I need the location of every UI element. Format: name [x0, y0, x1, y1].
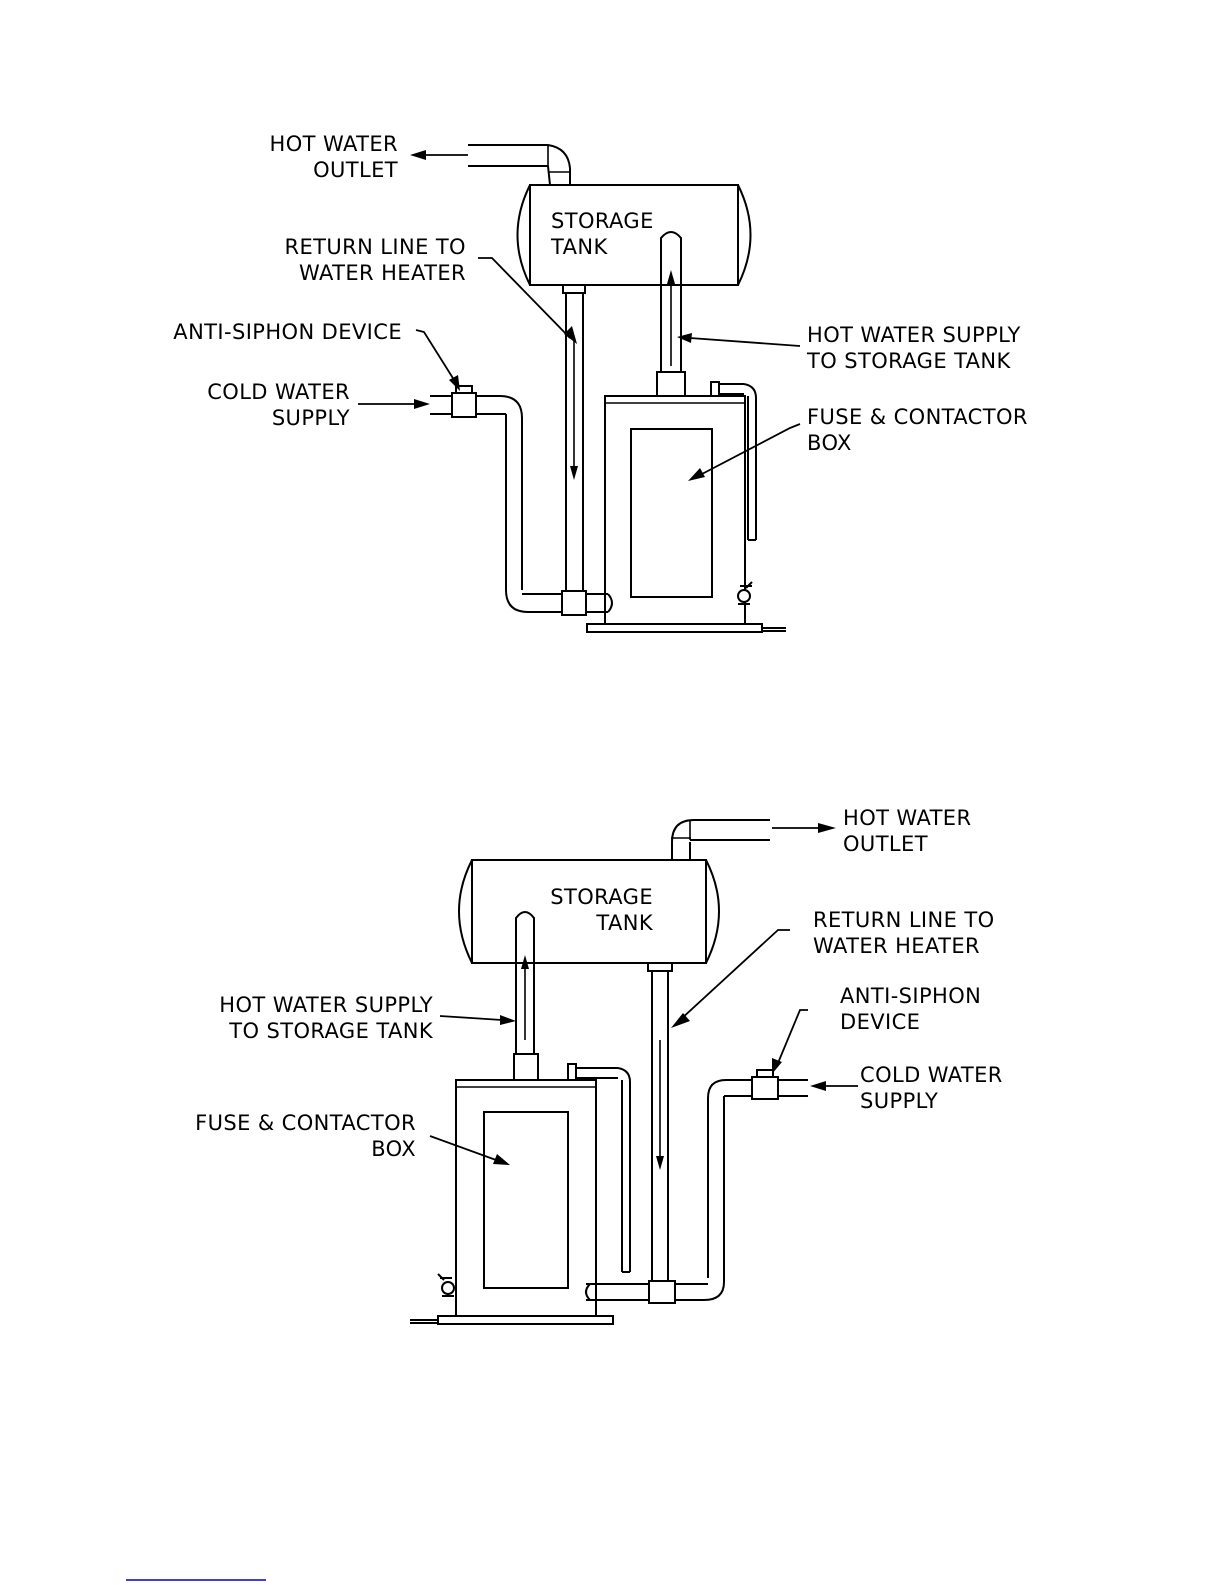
top-hot-water-outlet-label-2: OUTLET [313, 158, 398, 182]
bottom-hot-water-outlet-label: HOT WATER [843, 806, 971, 830]
top-cold-water-label: COLD WATER [207, 380, 350, 404]
top-storage-tank-label-2: TANK [550, 235, 608, 259]
bottom-water-heater [410, 1080, 613, 1324]
top-pointers [358, 150, 800, 481]
bottom-fuse-box-label: FUSE & CONTACTOR [195, 1111, 416, 1135]
top-drain-valve [738, 582, 752, 604]
top-fuse-box-label-2: BOX [807, 431, 852, 455]
bottom-anti-siphon-label-2: DEVICE [840, 1010, 920, 1034]
top-hot-water-supply-label-2: TO STORAGE TANK [806, 349, 1012, 373]
bottom-storage-tank [459, 860, 719, 963]
bottom-hot-water-outlet-pipe [671, 820, 770, 860]
top-hot-water-outlet-pipe [468, 145, 571, 185]
bottom-storage-tank-label: STORAGE [550, 885, 653, 909]
bottom-relief-valve [568, 1064, 630, 1272]
top-relief-valve [711, 382, 756, 540]
top-hot-water-outlet-label: HOT WATER [270, 132, 398, 156]
top-diagram: HOT WATER OUTLET STORAGE TANK RETURN LIN… [173, 132, 1028, 632]
bottom-hot-water-supply-label: HOT WATER SUPPLY [219, 993, 433, 1017]
bottom-pointers [430, 823, 858, 1165]
bottom-hot-water-supply-label-2: TO STORAGE TANK [228, 1019, 434, 1043]
bottom-drain-valve [438, 1274, 454, 1296]
bottom-hot-water-outlet-label-2: OUTLET [843, 832, 928, 856]
top-cold-water-label-2: SUPPLY [272, 406, 350, 430]
bottom-cold-water-label-2: SUPPLY [860, 1089, 938, 1113]
top-fuse-box-label: FUSE & CONTACTOR [807, 405, 1028, 429]
bottom-anti-siphon-label: ANTI-SIPHON [840, 984, 981, 1008]
top-return-line-label-2: WATER HEATER [299, 261, 466, 285]
bottom-fuse-box-label-2: BOX [371, 1137, 416, 1161]
bottom-diagram: HOT WATER OUTLET STORAGE TANK RETURN LIN… [195, 806, 1003, 1324]
top-cold-water-pipe [430, 386, 612, 615]
bottom-return-line-label-2: WATER HEATER [813, 934, 980, 958]
top-labels: HOT WATER OUTLET STORAGE TANK RETURN LIN… [173, 132, 1028, 455]
bottom-storage-tank-label-2: TANK [595, 911, 653, 935]
bottom-cold-water-pipe [586, 1070, 808, 1303]
top-hot-water-supply-label: HOT WATER SUPPLY [807, 323, 1021, 347]
bottom-hot-water-supply-pipe [514, 912, 538, 1080]
top-return-line-label: RETURN LINE TO [284, 235, 466, 259]
bottom-cold-water-label: COLD WATER [860, 1063, 1003, 1087]
top-storage-tank-label: STORAGE [551, 209, 654, 233]
top-anti-siphon-label: ANTI-SIPHON DEVICE [173, 320, 402, 344]
bottom-return-line-label: RETURN LINE TO [813, 908, 995, 932]
bottom-flow-arrows [521, 955, 664, 1170]
